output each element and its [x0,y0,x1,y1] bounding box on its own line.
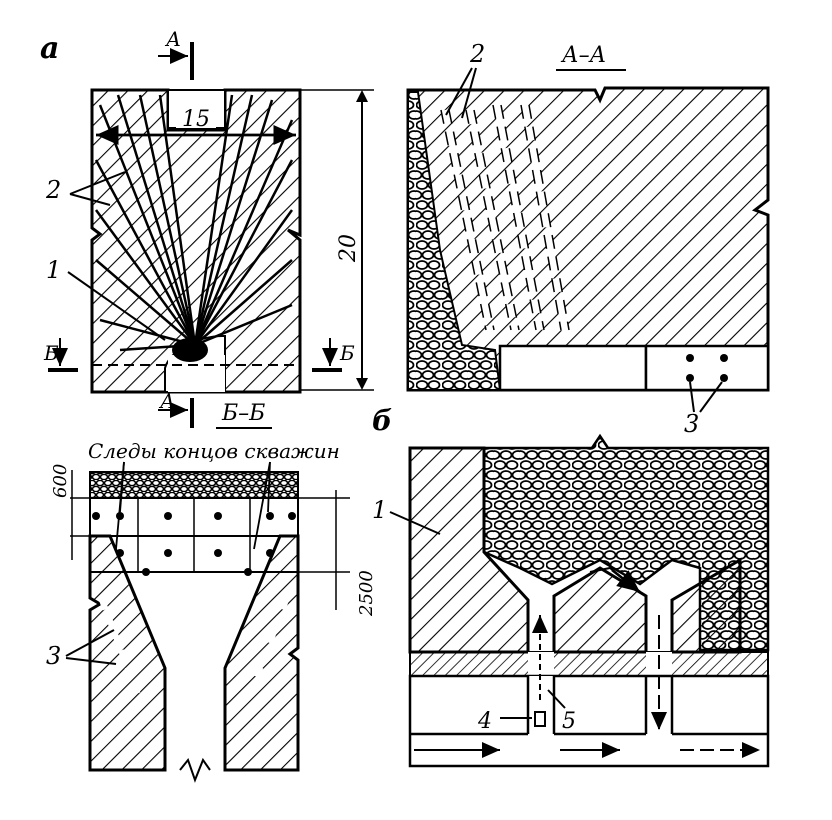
broken-ore-wedge [407,91,502,391]
panel-b: б 1 4 5 [372,404,770,768]
dimension-600: 600 [50,464,90,560]
floor-band-b [409,651,769,677]
section-title-bb: Б–Б [221,401,265,426]
cut-letter-b-right: Б [339,341,355,365]
rock-block-left [90,88,302,394]
panel-section-bb: Б–Б Следы концов скважин [46,401,377,783]
callout-b-5-label: 5 [562,709,576,734]
cut-letter-a-top: А [164,27,181,51]
hole-traces-aa [686,354,728,382]
callout-bb-3-label: 3 [46,642,61,670]
blastholes-aa [441,104,569,331]
callout-b-1-label: 1 [372,496,387,524]
panel-a-front-view: а А [40,27,374,428]
dimension-width-label: 15 [182,107,210,132]
cut-letter-a-bottom: А [158,389,175,413]
dimension-2500-label: 2500 [356,570,377,617]
panel-section-aa: А–А 2 3 [406,40,770,438]
callout-b-4-label: 4 [477,709,492,734]
drift-aa-1 [498,344,648,392]
dimension-2500: 2500 [298,490,377,617]
panel-label-a: а [40,31,59,66]
rock-left-bb [88,534,167,772]
dimension-600-label: 600 [50,464,71,498]
cut-letter-b-left: Б [43,341,59,365]
dimension-height-label: 20 [336,234,361,263]
callout-aa-2-label: 2 [469,40,485,68]
haulage-drift-b [408,674,770,768]
section-cut-b-right: Б [312,338,355,372]
annotation-hole-ends: Следы концов скважин [88,439,340,463]
section-cut-b-left: Б [43,338,78,372]
hole-ends-bb [92,512,296,576]
drift-aa-2 [644,344,770,392]
dimension-height: 20 [300,89,374,391]
section-cut-a-top: А [158,27,194,80]
dimension-width: 15 [96,104,296,145]
section-cut-a-bottom: А [158,389,194,428]
callout-1: 1 [46,256,166,341]
callout-aa-3-label: 3 [684,410,699,438]
callout-1-label: 1 [46,256,61,284]
section-title-aa: А–А [560,43,606,68]
rock-right-bb [223,534,300,772]
callout-2: 2 [45,171,126,206]
panel-label-b: б [372,404,392,437]
callout-2-label: 2 [45,176,61,204]
broken-ore-b [482,433,770,652]
